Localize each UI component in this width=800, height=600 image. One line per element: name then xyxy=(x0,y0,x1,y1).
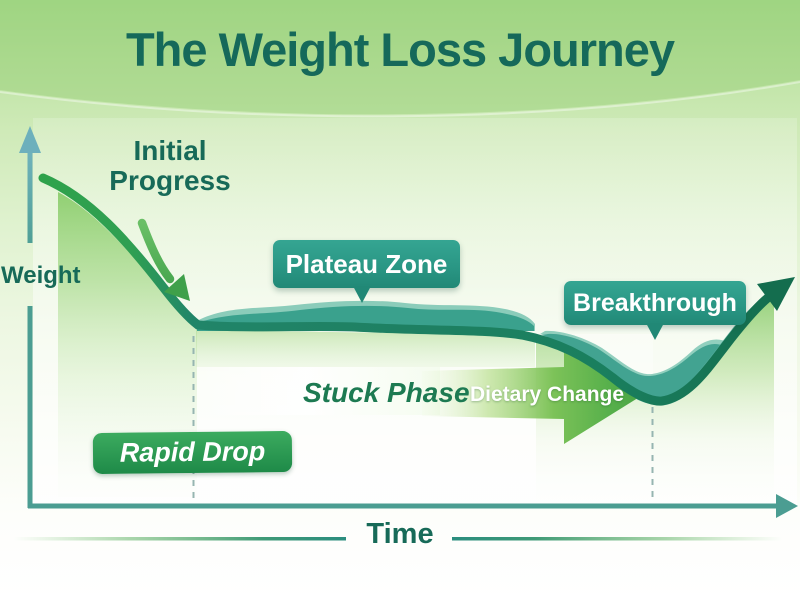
area-fill-breakthrough xyxy=(536,293,774,502)
dietary-change-label: Dietary Change xyxy=(470,383,625,406)
background-band-highlight xyxy=(0,81,800,118)
callout-tail-icon xyxy=(353,286,371,303)
initial-progress-arrow xyxy=(137,218,175,284)
breakthrough-callout: Breakthrough xyxy=(564,281,746,340)
rapid-drop-banner: Rapid Drop xyxy=(92,430,293,475)
valley-terrain xyxy=(542,333,724,405)
area-fill-rapid-drop xyxy=(58,192,197,497)
initial-progress-label: Initial Progress xyxy=(109,135,231,196)
rapid-drop-label: Rapid Drop xyxy=(119,436,266,468)
plateau-zone-label: Plateau Zone xyxy=(285,248,448,279)
stuck-phase-label: Stuck Phase xyxy=(303,377,470,408)
stuck-phase-band xyxy=(196,367,440,415)
y-axis-arrowhead-icon xyxy=(19,126,41,153)
time-rule-right xyxy=(452,537,782,541)
plateau-zone-callout: Plateau Zone xyxy=(273,240,460,303)
y-axis-label: Weight xyxy=(1,262,81,289)
breakthrough-label: Breakthrough xyxy=(573,288,737,317)
area-wash-plateau xyxy=(196,330,535,367)
curve-arrowhead-icon xyxy=(757,277,795,311)
journey-curve xyxy=(38,173,775,406)
background-top-band xyxy=(0,0,800,115)
callout-tail-icon xyxy=(646,323,664,340)
x-axis-label: Time xyxy=(366,518,434,550)
dietary-change-arrow-icon xyxy=(422,349,641,444)
time-rule-left xyxy=(14,537,346,541)
initial-progress-arrowhead-icon xyxy=(164,274,190,301)
page-title: The Weight Loss Journey xyxy=(125,23,675,76)
x-axis-arrowhead-icon xyxy=(776,494,798,518)
